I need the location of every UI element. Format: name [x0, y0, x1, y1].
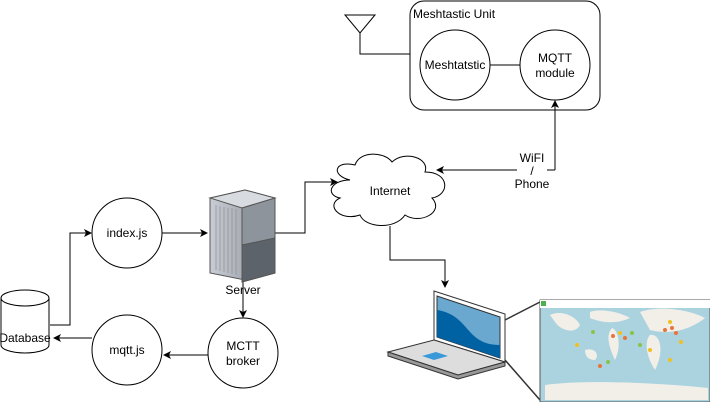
mqtt-module-node	[519, 29, 591, 101]
mqtt-js-node	[91, 314, 163, 386]
unit-title: Meshtastic Unit	[413, 7, 496, 21]
index-js-label: index.js	[107, 226, 148, 240]
map-screenshot	[539, 299, 710, 402]
mqtt-module-label-1: MQTT	[538, 51, 573, 65]
link-label-1: WiFI	[520, 151, 545, 165]
meshtastic-unit-box	[409, 0, 601, 111]
server-icon	[208, 189, 277, 283]
database-icon	[0, 289, 50, 354]
server-label: Server	[225, 283, 260, 297]
mqtt-module-label-2: module	[535, 66, 575, 80]
meshtastic-label: Meshtatstic	[425, 58, 486, 72]
internet-label: Internet	[370, 184, 411, 198]
link-label-2: /	[530, 164, 534, 178]
mctt-broker-node	[207, 317, 279, 389]
antenna-icon	[343, 14, 410, 55]
database-label: Database	[0, 331, 51, 345]
broker-label-1: MCTT	[226, 339, 260, 353]
broker-label-2: broker	[226, 354, 260, 368]
link-label-3: Phone	[515, 177, 550, 191]
mqtt-js-label: mqtt.js	[109, 343, 144, 357]
laptop-icon	[386, 290, 507, 380]
internet-cloud	[330, 153, 446, 226]
